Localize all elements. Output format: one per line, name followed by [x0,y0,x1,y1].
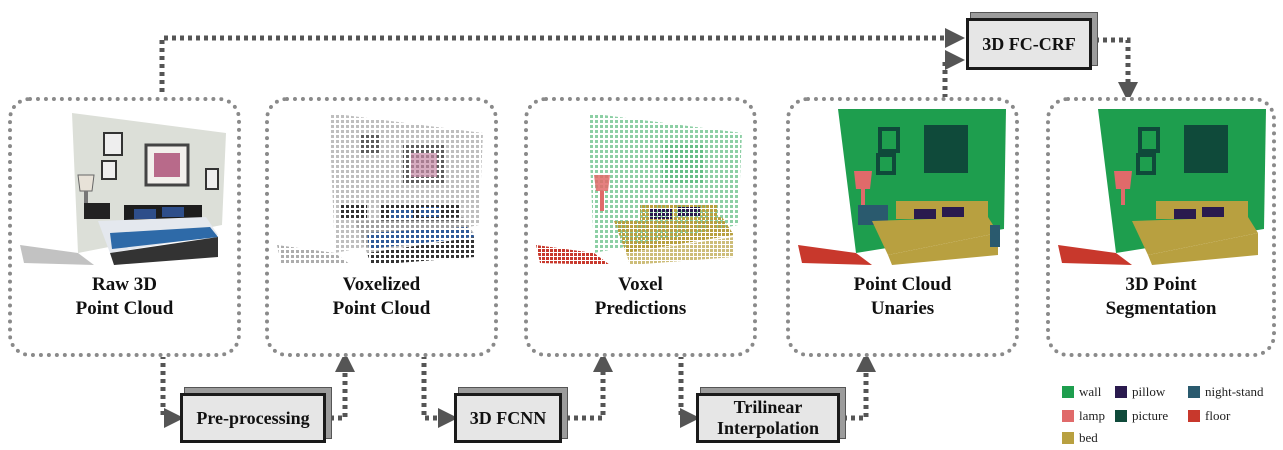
point-segmentation-image [1058,109,1266,265]
legend-item-pillow: pillow [1115,384,1165,400]
stage-label-line1: Voxel [618,274,663,295]
op-3d-fcnn: 3D FCNN [454,393,562,443]
arrow-voxelized-to-fcnn [421,355,458,428]
legend-swatch [1062,386,1074,398]
arrow-preprocessing-to-voxelized [330,352,355,421]
class-legend: wall pillow night-stand lamp picture flo… [1062,384,1277,446]
arrow-fccrf-to-segmentation [1095,37,1138,102]
legend-swatch [1062,432,1074,444]
stage-label-line2: Point Cloud [75,298,174,319]
legend-item-bed: bed [1062,430,1098,446]
op-label: 3D FCNN [469,407,547,428]
stage-voxel-predictions: Voxel Predictions [524,97,757,357]
op-label-line1: Trilinear [733,397,803,417]
op-preprocessing: Pre-processing [180,393,326,443]
bedroom-point-cloud-image [20,113,226,265]
stage-point-cloud-unaries: Point Cloud Unaries [786,97,1019,357]
point-cloud-unaries-image [798,109,1006,265]
stage-label-line1: Raw 3D [92,274,157,295]
stage-voxelized-point-cloud: Voxelized Point Cloud [265,97,498,357]
legend-item-picture: picture [1115,408,1168,424]
legend-swatch [1062,410,1074,422]
legend-item-wall: wall [1062,384,1101,400]
arrow-fcnn-to-voxelpred [566,352,613,421]
op-3d-fc-crf: 3D FC-CRF [966,18,1092,70]
arrow-voxelpred-to-trilinear [678,355,700,428]
stage-label-line1: Point Cloud [853,274,952,295]
legend-label: lamp [1079,408,1105,423]
stage-label-line2: Segmentation [1105,298,1217,319]
legend-swatch [1115,386,1127,398]
arrow-trilinear-to-unaries [843,352,876,421]
stage-label-line2: Predictions [594,298,687,319]
stage-3d-point-segmentation: 3D Point Segmentation [1046,97,1276,357]
legend-item-night-stand: night-stand [1188,384,1264,400]
op-trilinear-interpolation: Trilinear Interpolation [696,393,840,443]
op-label: Pre-processing [196,407,310,428]
legend-swatch [1115,410,1127,422]
op-label: 3D FC-CRF [982,33,1076,54]
stage-label-line2: Point Cloud [332,298,431,319]
legend-item-floor: floor [1188,408,1230,424]
legend-label: night-stand [1205,384,1264,399]
legend-label: bed [1079,430,1098,445]
legend-swatch [1188,410,1200,422]
stage-label-line1: 3D Point [1125,274,1197,295]
legend-label: wall [1079,384,1102,399]
voxelized-bedroom-image [277,113,483,265]
legend-item-lamp: lamp [1062,408,1105,424]
arrow-raw-to-fccrf [159,28,965,92]
op-label-line2: Interpolation [716,418,819,438]
legend-label: picture [1132,408,1169,423]
stage-label-line2: Unaries [870,298,935,319]
legend-label: floor [1205,408,1231,423]
stage-raw-point-cloud: Raw 3D Point Cloud [8,97,241,357]
legend-swatch [1188,386,1200,398]
voxel-predictions-image [536,113,742,265]
arrow-unaries-to-fccrf [942,50,965,98]
legend-label: pillow [1132,384,1166,399]
stage-label-line1: Voxelized [342,274,421,295]
arrow-raw-to-preprocessing [160,355,184,428]
